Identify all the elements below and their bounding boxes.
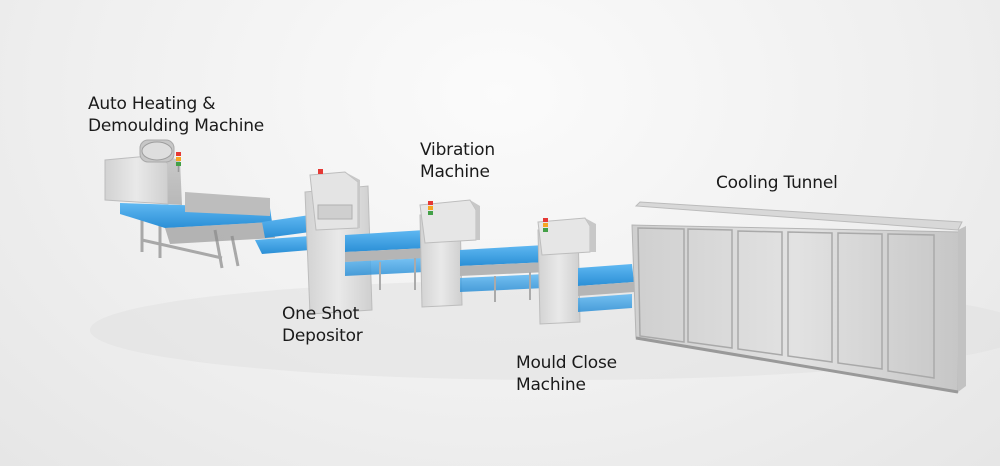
signal-light-icon: [543, 218, 548, 232]
label-depositor-line2: Depositor: [282, 326, 363, 346]
signal-light-icon: [176, 152, 181, 172]
conveyor-belt: [578, 264, 634, 312]
vibration-machine: [419, 199, 480, 308]
label-vibration-line2: Machine: [420, 162, 490, 182]
label-cooling-line1: Cooling Tunnel: [716, 173, 838, 193]
auto-heating-demoulding-machine: [104, 139, 275, 269]
label-auto-heating-demoulding-machine: Auto Heating & Demoulding Machine: [88, 93, 264, 137]
label-vibration-machine: Vibration Machine: [420, 139, 495, 183]
one-shot-depositor: [262, 169, 373, 315]
label-depositor-line1: One Shot: [282, 304, 360, 324]
label-mould-close-line2: Machine: [516, 375, 586, 395]
label-auto-heating-line1: Auto Heating &: [88, 94, 216, 114]
label-one-shot-depositor: One Shot Depositor: [282, 303, 363, 347]
label-mould-close-line1: Mould Close: [516, 353, 617, 373]
signal-light-icon: [428, 201, 433, 215]
label-mould-close-machine: Mould Close Machine: [516, 352, 617, 396]
signal-light-icon: [318, 169, 323, 174]
cooling-tunnel: [631, 201, 966, 394]
conveyor-belt: [460, 245, 548, 302]
label-auto-heating-line2: Demoulding Machine: [88, 116, 265, 136]
conveyor-belt: [345, 230, 428, 290]
mould-close-machine: [537, 217, 596, 325]
label-vibration-line1: Vibration: [420, 140, 495, 160]
label-cooling-tunnel: Cooling Tunnel: [716, 172, 838, 194]
